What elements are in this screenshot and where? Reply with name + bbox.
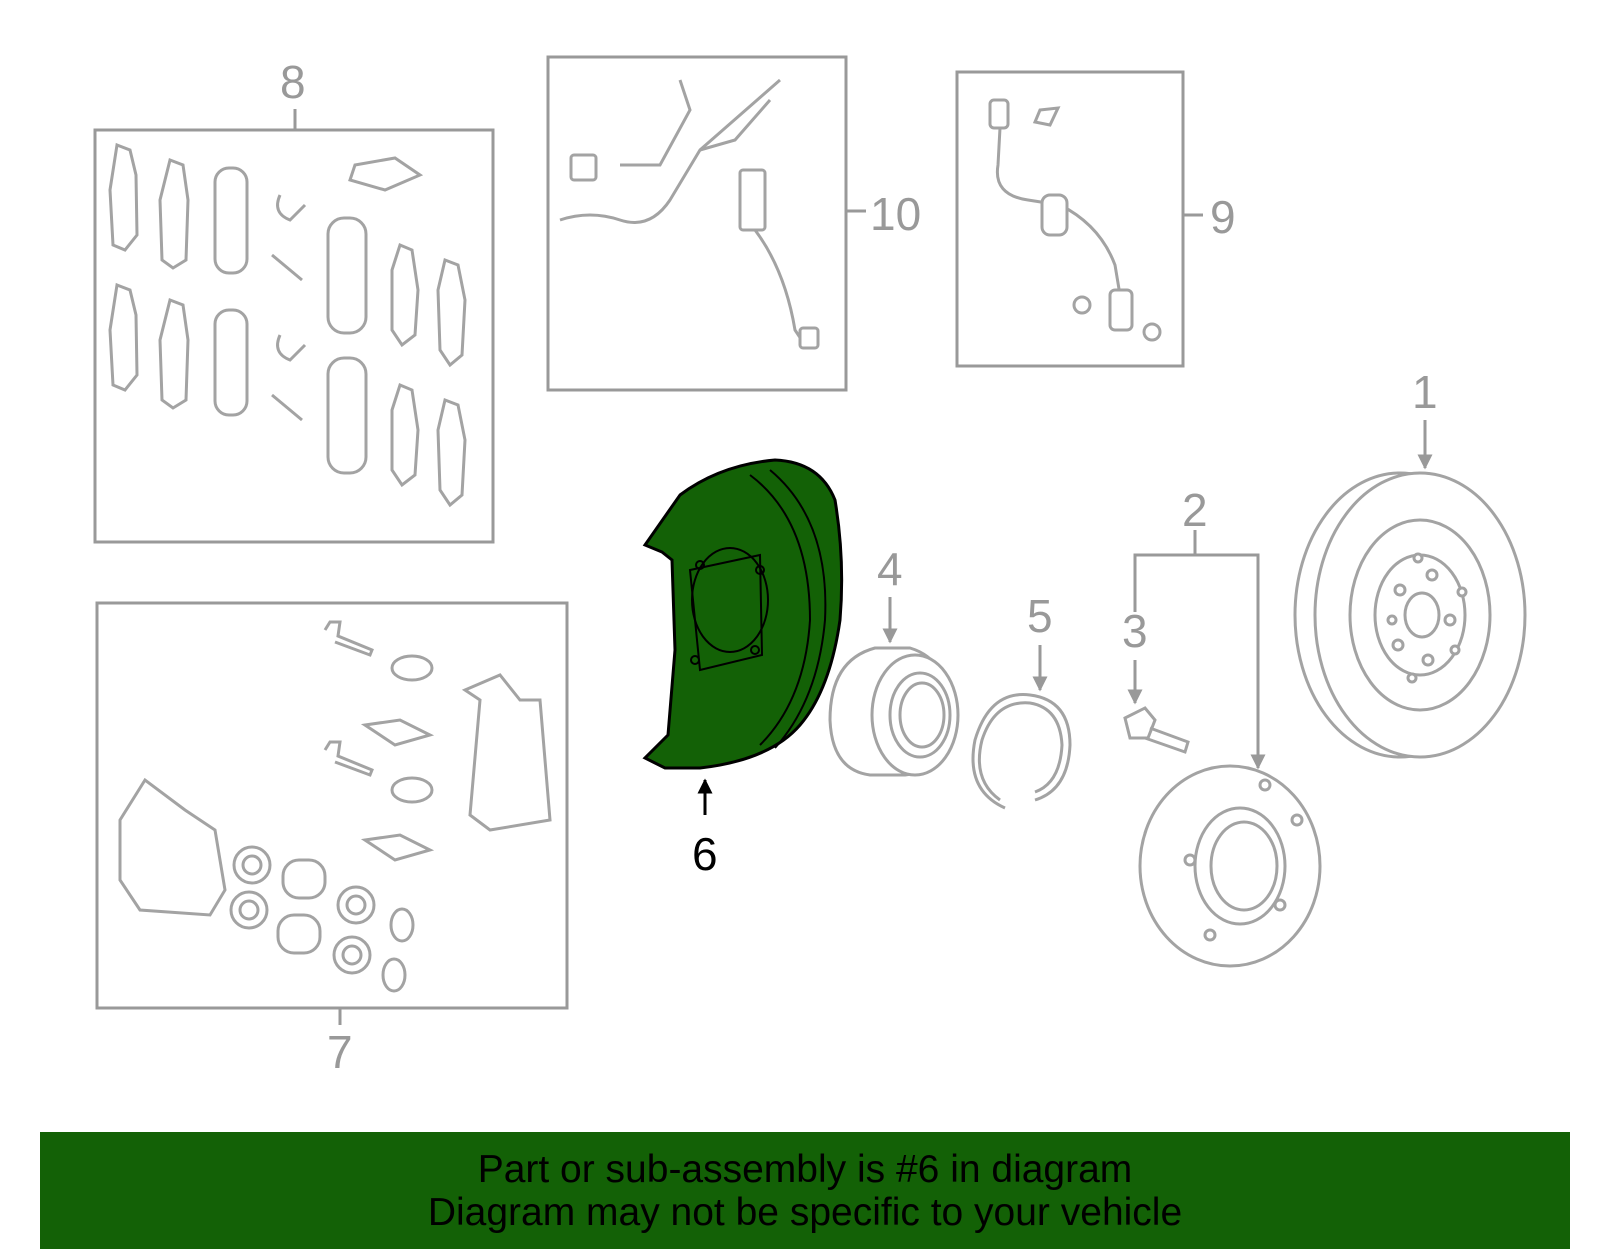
part-5-snap-ring[interactable] bbox=[971, 693, 1072, 810]
callout-2: 2 bbox=[1182, 484, 1208, 536]
part-8-box bbox=[93, 128, 495, 544]
callout-10: 10 bbox=[870, 188, 921, 240]
part-7-caliper-group[interactable] bbox=[95, 601, 569, 1025]
part-4-bearing[interactable] bbox=[828, 646, 960, 777]
callout-9: 9 bbox=[1210, 191, 1236, 243]
callout-8: 8 bbox=[280, 56, 306, 108]
callout-3: 3 bbox=[1122, 605, 1148, 657]
banner-line-2: Diagram may not be specific to your vehi… bbox=[427, 1191, 1183, 1234]
part-1-brake-rotor[interactable] bbox=[1293, 471, 1527, 759]
splash-shield-shape bbox=[642, 458, 844, 770]
part-9-brake-hose-group[interactable] bbox=[955, 70, 1203, 368]
part-3-hub-bolt[interactable] bbox=[1123, 706, 1190, 754]
brake-parts-diagram: 8 10 9 bbox=[93, 55, 1527, 1078]
callout-5: 5 bbox=[1027, 590, 1053, 642]
part-6-splash-shield[interactable] bbox=[642, 458, 844, 770]
callout-1: 1 bbox=[1412, 366, 1438, 418]
callout-4: 4 bbox=[877, 543, 903, 595]
callout-6: 6 bbox=[692, 828, 718, 880]
part-2-hub-flange[interactable] bbox=[1138, 764, 1322, 968]
banner-line-1: Part or sub-assembly is #6 in diagram bbox=[477, 1148, 1133, 1191]
part-10-abs-sensor-group[interactable] bbox=[546, 55, 866, 392]
callout-7: 7 bbox=[327, 1026, 353, 1078]
part-8-brake-pads-group[interactable] bbox=[93, 109, 495, 544]
info-banner: Part or sub-assembly is #6 in diagram Di… bbox=[40, 1132, 1570, 1249]
